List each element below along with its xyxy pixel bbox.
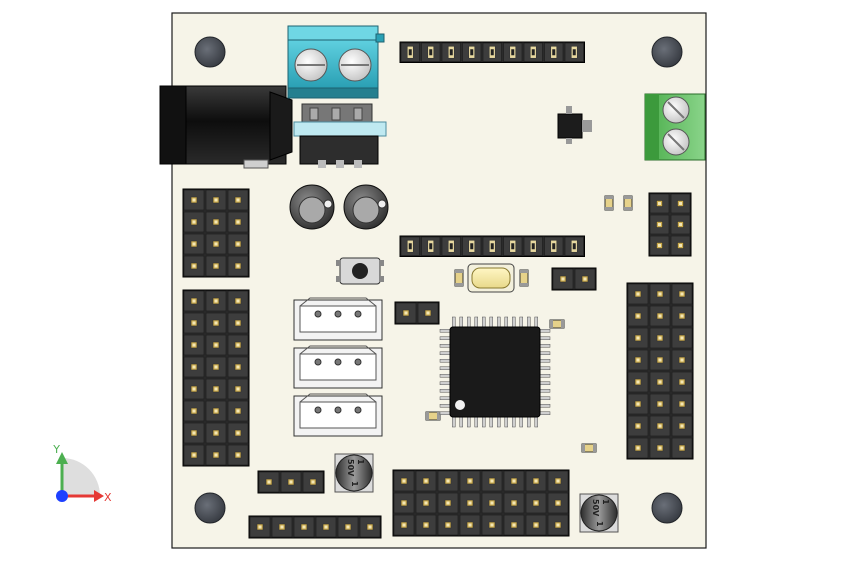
capacitor-marking: 1 xyxy=(601,499,610,505)
smd-capacitor[interactable] xyxy=(549,319,565,329)
sot23-transistor[interactable] xyxy=(557,106,592,144)
capacitor-value: 1 xyxy=(595,521,604,527)
potentiometers[interactable] xyxy=(289,184,389,230)
jst-connector[interactable] xyxy=(293,345,383,389)
jst-connectors[interactable] xyxy=(293,297,383,437)
terminal-block-right[interactable] xyxy=(644,93,706,161)
pin-header-bottom-center[interactable] xyxy=(392,469,570,537)
pin-header-right-large[interactable] xyxy=(626,282,694,460)
mcu-qfp-chip[interactable] xyxy=(439,316,551,428)
voltage-regulator[interactable] xyxy=(293,103,387,168)
x-axis-label: X xyxy=(104,491,112,504)
terminal-block-top[interactable] xyxy=(287,25,385,99)
smd-resistor[interactable] xyxy=(604,195,614,211)
pin-header-left-lower[interactable] xyxy=(182,289,250,467)
jst-connector[interactable] xyxy=(293,393,383,437)
mounting-hole xyxy=(194,492,226,524)
crystal-oscillator[interactable] xyxy=(467,263,515,293)
jumper-left[interactable] xyxy=(394,301,440,325)
capacitor-marking: 1 xyxy=(356,459,365,465)
capacitor-value: 1 xyxy=(350,481,359,487)
smd-resistor[interactable] xyxy=(623,195,633,211)
smd-capacitor[interactable] xyxy=(425,411,441,421)
capacitor-voltage: 50V xyxy=(591,499,600,517)
pin-header-left-upper[interactable] xyxy=(182,188,250,278)
jumper-right[interactable] xyxy=(551,267,597,291)
mounting-hole xyxy=(194,36,226,68)
tactile-switch[interactable] xyxy=(336,257,384,285)
mounting-hole xyxy=(651,36,683,68)
pin-header-right-small[interactable] xyxy=(648,192,692,257)
smd-capacitor[interactable] xyxy=(519,269,529,287)
female-header-top[interactable] xyxy=(399,41,585,63)
pin-header-bottom-small[interactable] xyxy=(257,470,325,494)
smd-capacitor[interactable] xyxy=(454,269,464,287)
dc-barrel-jack[interactable] xyxy=(159,85,293,169)
smd-capacitor[interactable] xyxy=(581,443,597,453)
female-header-mid[interactable] xyxy=(399,235,585,257)
y-axis-label: Y xyxy=(52,443,60,456)
mounting-hole xyxy=(651,492,683,524)
pin-header-bottom-row[interactable] xyxy=(248,515,382,539)
axis-triad: Y X xyxy=(52,443,112,504)
mounting-holes xyxy=(194,36,683,524)
jst-connector[interactable] xyxy=(293,297,383,341)
capacitor-voltage: 50V xyxy=(346,459,355,477)
